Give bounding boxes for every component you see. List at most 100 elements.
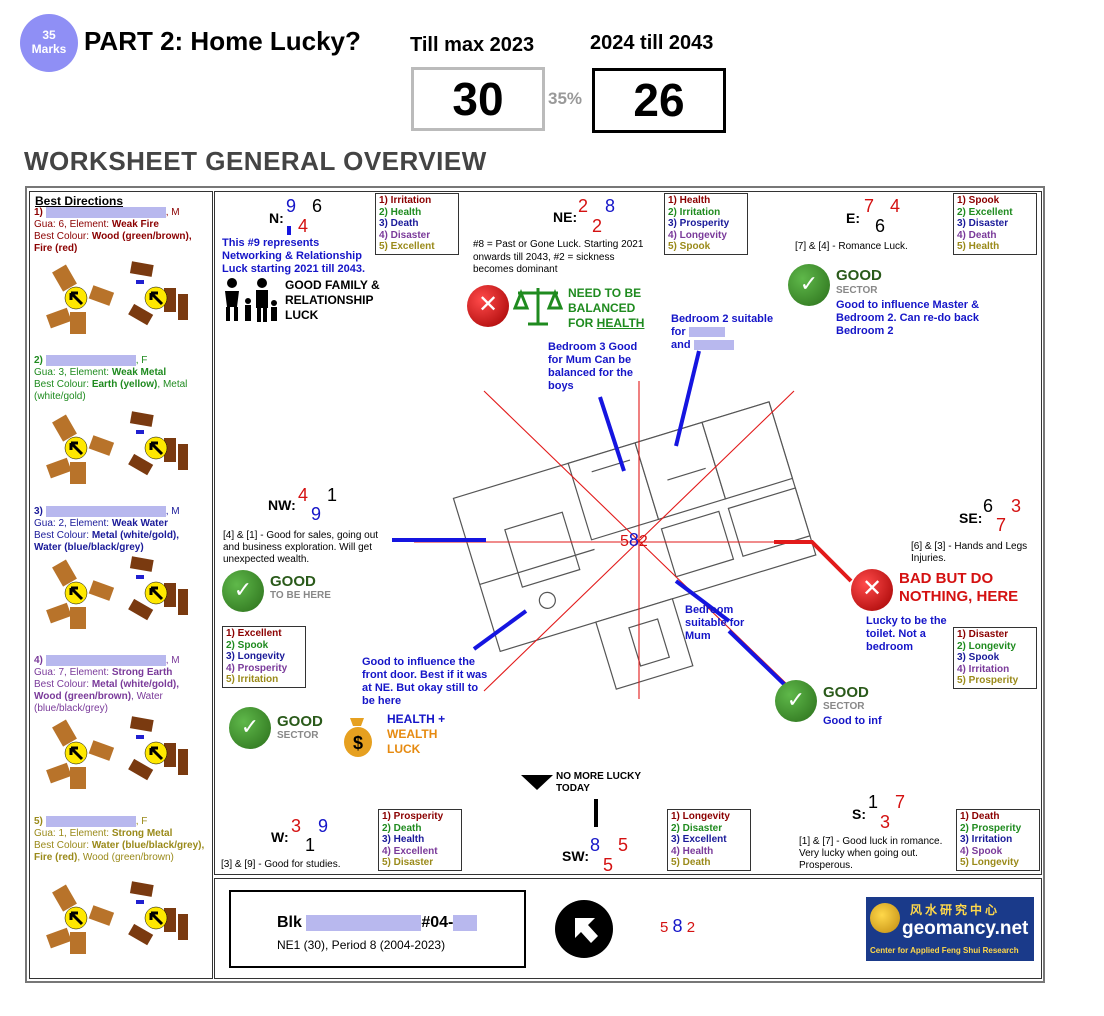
worksheet-frame <box>25 186 1045 983</box>
person-2: 2) , F Gua: 3, Element: Weak Metal Best … <box>34 355 188 403</box>
no-more-lucky-label: NO MORE LUCKY TODAY <box>556 771 641 794</box>
star-item: 4) Death <box>957 229 997 241</box>
address-line: Blk #04- <box>277 914 478 932</box>
star-item: 5) Prosperity <box>957 675 1019 687</box>
floor-plan-diagram <box>287 226 853 827</box>
best-direction-diagram <box>36 553 206 638</box>
star-item: 4) Excellent <box>382 845 438 857</box>
star-item: 1) Longevity <box>671 811 730 822</box>
star-item: 4) Irritation <box>957 663 1010 675</box>
star-item: 2) Disaster <box>671 822 723 834</box>
se-note: [6] & [3] - Hands and Legs Injuries. <box>911 541 1028 564</box>
sector-star-digit: 6 <box>983 496 994 516</box>
toilet-note: Lucky to be the toilet. Not a bedroom <box>866 615 947 653</box>
bad-x-icon-se: ✕ <box>851 569 893 611</box>
score-box-future: 26 <box>592 68 726 133</box>
compass-arrow-icon <box>555 900 613 958</box>
score-percent: 35% <box>548 89 583 108</box>
column-heading-2024-2043: 2024 till 2043 <box>590 32 714 54</box>
sector-star-digit: 8 <box>590 835 601 855</box>
sector-label-n: N: <box>269 210 284 226</box>
sector-label-sw: SW: <box>562 848 589 864</box>
column-heading-till-2023: Till max 2023 <box>410 34 535 56</box>
good-label-nw: GOOD <box>270 573 316 590</box>
sector-label-ne: NE: <box>553 209 578 225</box>
star-item: 4) Longevity <box>668 229 727 241</box>
star-item: 3) Longevity <box>226 651 285 663</box>
sector-label-w: W: <box>271 829 289 845</box>
period-line: NE1 (30), Period 8 (2004-2023) <box>277 938 446 952</box>
star-item: 2) Death <box>382 822 422 834</box>
star-item: 5) Longevity <box>960 857 1019 869</box>
down-arrow-icon <box>521 775 553 790</box>
sector-star-digit: 2 <box>592 216 603 236</box>
best-direction-diagram <box>36 408 206 493</box>
check-icon-nw: ✓ <box>222 570 264 612</box>
good-to-inf-note: Good to inf <box>823 715 882 727</box>
star-item: 2) Longevity <box>957 640 1016 652</box>
sector-star-digit: 5 <box>618 835 629 855</box>
sector-star-digit: 2 <box>578 196 589 216</box>
good-label-s: GOOD <box>823 684 869 701</box>
sector-star-digit: 6 <box>875 216 886 236</box>
sector-star-digit: 1 <box>868 792 879 812</box>
person-4: 4) , M Gua: 7, Element: Strong Earth Bes… <box>34 655 180 715</box>
floor-plan <box>452 401 817 690</box>
bad-x-icon: ✕ <box>467 285 509 327</box>
star-item: 2) Health <box>379 206 422 218</box>
star-item: 1) Excellent <box>226 628 282 639</box>
bedroom3-note: Bedroom 3 Good for Mum Can be balanced f… <box>548 341 638 392</box>
money-bag-icon: $ <box>344 718 372 757</box>
svg-text:$: $ <box>353 733 363 753</box>
sector-star-digit: 3 <box>291 816 302 836</box>
check-icon-w: ✓ <box>229 707 271 749</box>
star-item: 4) Prosperity <box>226 662 288 674</box>
star-item: 3) Disaster <box>957 218 1009 230</box>
star-item: 5) Excellent <box>379 241 435 253</box>
sector-star-digit: 3 <box>880 812 891 832</box>
w-note: [3] & [9] - Good for studies. <box>221 859 341 870</box>
footer-flying-star: 5 8 2 <box>660 916 696 936</box>
balance-scale-icon <box>513 288 563 326</box>
star-item: 3) Spook <box>957 652 1000 664</box>
sector-star-digit: 8 <box>605 196 616 216</box>
sector-star-digit: 3 <box>1011 496 1022 516</box>
star-item: 5) Disaster <box>382 857 434 869</box>
center-flying-star: 582 <box>620 530 648 550</box>
star-item: 4) Disaster <box>379 229 431 241</box>
sector-star-digit: 7 <box>996 515 1007 535</box>
star-item: 3) Prosperity <box>668 218 730 230</box>
sector-star-digit: 7 <box>864 196 875 216</box>
sector-label-nw: NW: <box>268 497 296 513</box>
star-item: 4) Spook <box>960 845 1003 857</box>
s-note: [1] & [7] - Good luck in romance. Very l… <box>799 836 943 871</box>
good-family-label: GOOD FAMILY & RELATIONSHIP LUCK <box>285 278 380 322</box>
star-item: 5) Irritation <box>226 674 279 686</box>
star-item: 3) Excellent <box>671 834 727 846</box>
bad-label: BAD BUT DO NOTHING, HERE <box>899 570 1019 605</box>
person-3: 3) , M Gua: 2, Element: Weak Water Best … <box>34 506 180 554</box>
address-box: Blk #04- NE1 (30), Period 8 (2004-2023) <box>229 890 526 968</box>
score-box-current: 30 <box>411 67 545 131</box>
star-item: 3) Death <box>379 218 419 230</box>
sector-label-w: SECTOR <box>277 730 319 741</box>
sector-star-digit: 9 <box>311 504 322 524</box>
sector-label-s: SECTOR <box>823 701 865 712</box>
sector-star-digit: 9 <box>318 816 329 836</box>
person-5: 5) , F Gua: 1, Element: Strong Metal Bes… <box>34 816 205 864</box>
star-item: 1) Death <box>960 811 1000 822</box>
person-1: 1) , M Gua: 6, Element: Weak Fire Best C… <box>34 207 192 255</box>
good-label-w: GOOD <box>277 713 323 730</box>
star-item: 1) Irritation <box>379 195 432 206</box>
good-label-e: GOOD <box>836 267 882 284</box>
best-direction-diagram <box>36 878 206 963</box>
best-directions-title: Best Directions <box>35 194 124 208</box>
sector-star-digit: 9 <box>286 196 297 216</box>
page-title: PART 2: Home Lucky? <box>84 26 361 56</box>
to-be-here-label: TO BE HERE <box>270 590 331 601</box>
